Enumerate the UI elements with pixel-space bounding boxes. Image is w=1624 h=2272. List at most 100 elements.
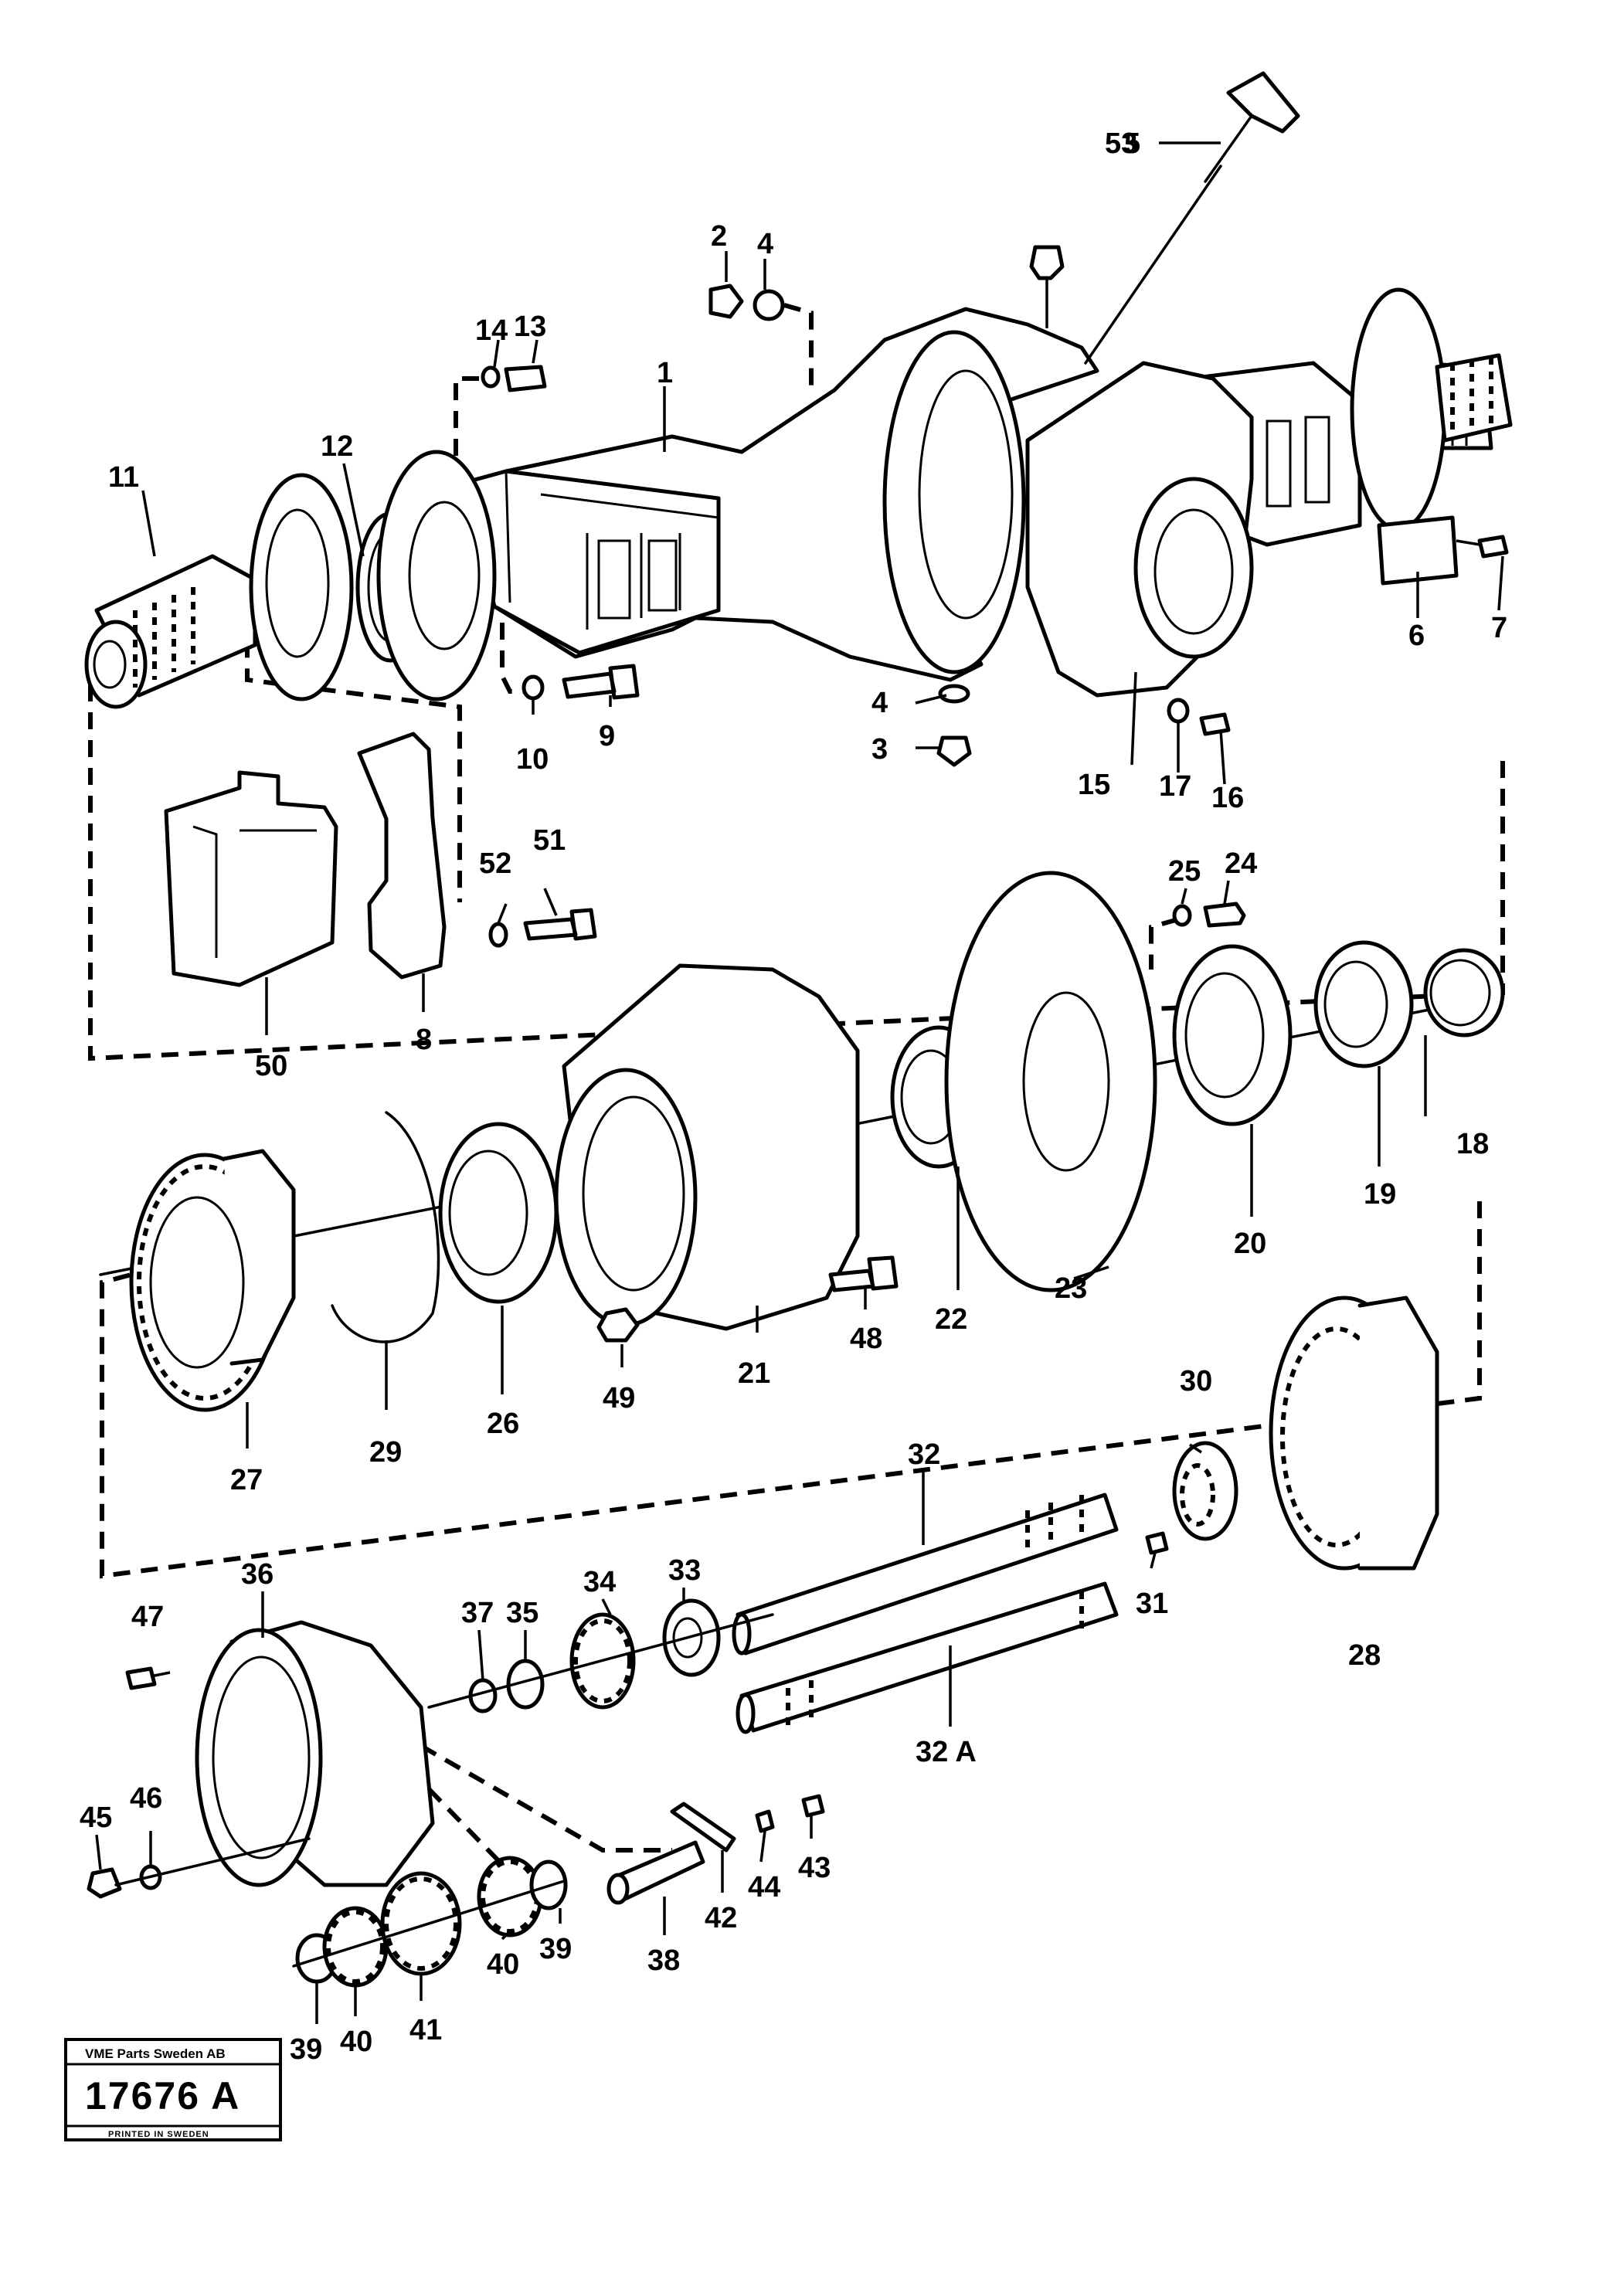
- dashed-link-bolt-2: [783, 303, 814, 386]
- brake-caliper-50: [164, 770, 338, 987]
- callout-45: 45: [80, 1802, 112, 1834]
- bolt-47: [125, 1666, 157, 1690]
- dashed-link-bolt-13: [454, 376, 479, 479]
- callout-32: 32: [908, 1438, 940, 1471]
- washer-4-lower: [938, 684, 970, 704]
- ring-gear-hub-27: [129, 1149, 296, 1412]
- callout-3: 3: [871, 733, 888, 766]
- bolt-2: [708, 284, 744, 319]
- callout-9: 9: [599, 720, 615, 752]
- callout-48: 48: [850, 1323, 882, 1355]
- callout-39-left: 39: [290, 2033, 322, 2066]
- callout-21: 21: [738, 1357, 770, 1390]
- callout-27: 27: [230, 1464, 263, 1496]
- bolt-16: [1199, 712, 1231, 736]
- callout-53: 53: [1105, 127, 1137, 160]
- nut-49: [596, 1307, 640, 1343]
- callout-33: 33: [668, 1554, 701, 1587]
- washer-44: [755, 1809, 775, 1833]
- callout-15: 15: [1078, 769, 1110, 801]
- callout-42: 42: [705, 1902, 737, 1934]
- screw-31: [1145, 1531, 1169, 1555]
- callout-11: 11: [108, 461, 139, 494]
- callout-25: 25: [1168, 855, 1201, 888]
- callout-18: 18: [1456, 1128, 1489, 1160]
- callout-50: 50: [255, 1050, 287, 1082]
- ring-gear-28: [1269, 1296, 1439, 1571]
- bearing-26: [438, 1122, 559, 1304]
- callout-4-upper: 4: [757, 228, 773, 260]
- callout-44: 44: [748, 1871, 780, 1904]
- plate-6: [1377, 515, 1459, 586]
- callout-43: 43: [798, 1852, 831, 1884]
- callout-1: 1: [657, 357, 673, 389]
- callout-52: 52: [479, 847, 511, 880]
- callout-32A: 32 A: [916, 1736, 977, 1768]
- callout-19: 19: [1364, 1178, 1396, 1211]
- drive-shaft-32A: [736, 1581, 1119, 1734]
- axle-shaft-11: [84, 473, 354, 709]
- callout-10: 10: [516, 743, 549, 776]
- bolt-13: [504, 365, 547, 392]
- callout-20: 20: [1234, 1228, 1266, 1260]
- bolt-9: [562, 664, 640, 700]
- bolt-24: [1203, 902, 1246, 928]
- title-block-printed: PRINTED IN SWEDEN: [108, 2130, 209, 2139]
- callout-38: 38: [647, 1944, 680, 1977]
- callout-2: 2: [711, 220, 727, 253]
- washer-17: [1167, 698, 1190, 724]
- axis-line-sun: [427, 1613, 774, 1709]
- plug-5: [1029, 245, 1065, 280]
- snap-ring-29: [331, 1111, 440, 1343]
- washer-14: [481, 365, 501, 389]
- dashed-link-bolt-24: [1149, 917, 1179, 970]
- callout-24: 24: [1225, 847, 1257, 880]
- washer-52: [488, 922, 508, 948]
- callout-6: 6: [1408, 620, 1425, 652]
- bolt-45: [87, 1867, 122, 1899]
- callout-37: 37: [461, 1597, 494, 1629]
- screw-7-leader: [1456, 539, 1480, 546]
- callout-35: 35: [506, 1597, 539, 1629]
- callout-28: 28: [1348, 1639, 1381, 1672]
- callout-23: 23: [1055, 1272, 1087, 1305]
- callout-7: 7: [1491, 612, 1507, 644]
- brake-disc-23: [944, 871, 1157, 1292]
- callout-16: 16: [1211, 782, 1244, 814]
- bolt-43: [801, 1794, 825, 1818]
- right-hub: [1350, 287, 1513, 531]
- callout-17: 17: [1159, 770, 1191, 803]
- flange-disc: [376, 450, 497, 701]
- nut-3: [936, 735, 972, 767]
- callout-39-right: 39: [539, 1933, 572, 1965]
- title-block: VME Parts Sweden AB 17676 A PRINTED IN S…: [64, 2038, 282, 2141]
- seal-19: [1313, 940, 1414, 1068]
- dashed-link-planet-pin: [420, 1744, 672, 1853]
- assembly-boundary-lower: [100, 1201, 1482, 1579]
- wheel-hub-21: [554, 963, 860, 1331]
- title-block-drawing-number: 17676 A: [85, 2074, 240, 2117]
- callout-47: 47: [131, 1601, 164, 1633]
- planet-pin-38-end: [606, 1873, 630, 1905]
- dashed-link-brake-caliper: [500, 595, 533, 694]
- lock-plate-42: [670, 1802, 736, 1853]
- screw-7: [1477, 535, 1509, 559]
- callout-13: 13: [514, 311, 546, 343]
- callout-34: 34: [583, 1566, 616, 1598]
- callout-36: 36: [241, 1558, 273, 1591]
- bolt-47-leader: [150, 1671, 171, 1678]
- callout-26: 26: [487, 1408, 519, 1440]
- axle-housing: [461, 307, 1493, 682]
- callout-49: 49: [603, 1382, 635, 1414]
- callout-4-lower: 4: [871, 687, 888, 719]
- callout-51: 51: [533, 824, 566, 857]
- title-block-company: VME Parts Sweden AB: [85, 2046, 226, 2061]
- callout-5: 5: [1124, 127, 1140, 160]
- washer-25: [1172, 904, 1192, 927]
- bearing-20: [1172, 944, 1293, 1126]
- callout-22: 22: [935, 1303, 967, 1336]
- bolt-48: [828, 1255, 899, 1292]
- callout-31: 31: [1136, 1588, 1168, 1620]
- bolt-51: [523, 908, 597, 941]
